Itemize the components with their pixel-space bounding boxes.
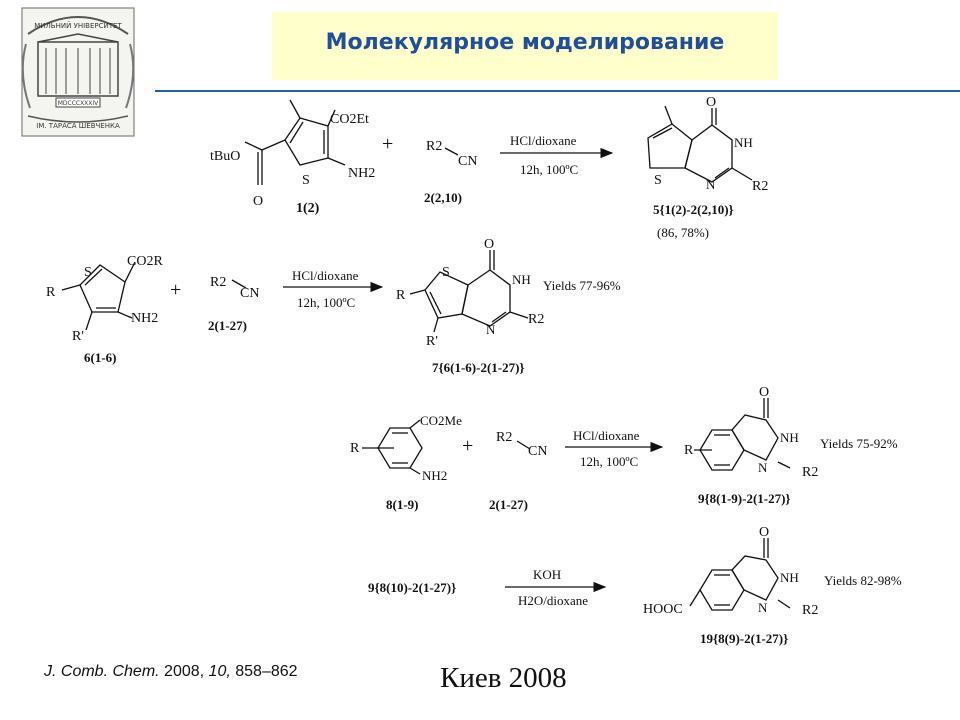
s1-reactant1-label: 1(2) <box>296 201 320 216</box>
s2-prod-s: S <box>442 265 450 280</box>
s1-reactant2-label: 2(2,10) <box>424 190 462 205</box>
s2-group-co2r: CO2R <box>127 254 163 269</box>
s2-prod-o: O <box>484 237 494 252</box>
title-banner: Молекулярное моделирование <box>272 12 778 80</box>
s4-prod-hooc: HOOC <box>643 602 683 617</box>
s3-cond-bottom: 12h, 100ºC <box>580 454 638 469</box>
citation-pages: 858–862 <box>235 663 298 680</box>
s3-prod-r2: R2 <box>802 465 818 480</box>
s3-prod-nh: NH <box>780 430 799 445</box>
s2-cond-bottom: 12h, 100ºC <box>297 295 355 310</box>
s1-product-label: 5{1(2)-2(2,10)} <box>653 202 734 217</box>
logo-text-year: MDCCCXXXIV <box>58 100 99 107</box>
s4-prod-n: N <box>758 600 768 615</box>
s1-prod-o: O <box>706 95 716 110</box>
s2-prod-n: N <box>486 322 496 337</box>
s2-reactant1-label: 6(1-6) <box>84 350 117 365</box>
scheme4-product-structure <box>689 538 791 611</box>
scheme1-reactant1-structure <box>244 99 346 185</box>
s2-reactant2-label: 2(1-27) <box>208 318 247 333</box>
s4-prod-r2: R2 <box>802 603 818 618</box>
s2-prod-rp: R' <box>426 334 438 349</box>
s4-yields: Yields 82-98% <box>824 573 902 588</box>
s2-group-nh2: NH2 <box>131 311 158 326</box>
scheme1-product-structure <box>647 105 753 183</box>
s3-prod-n: N <box>758 460 768 475</box>
s3-group-r2: R2 <box>496 430 512 445</box>
s3-reactant1-label: 8(1-9) <box>386 497 419 512</box>
s2-prod-r: R <box>396 288 406 303</box>
s2-plus: + <box>170 279 181 301</box>
s3-group-r: R <box>350 441 360 456</box>
logo-text-bottom: ІМ. ТАРАСА ШЕВЧЕНКА <box>36 122 120 130</box>
s3-prod-r: R <box>684 443 694 458</box>
citation: J. Comb. Chem. 2008, 10, 858–862 <box>44 663 298 681</box>
scheme2-reactant1-structure <box>61 261 136 331</box>
s1-cond-top: HCl/dioxane <box>510 133 577 148</box>
s4-prod-o: O <box>759 525 769 540</box>
university-logo: МИЛЬНИЙ УНІВЕРСИТЕТ MDCCCXXXIV ІМ. ТАРАС… <box>8 4 148 145</box>
scheme3-product-structure <box>694 398 791 471</box>
s2-product-label: 7{6(1-6)-2(1-27)} <box>432 360 525 375</box>
s1-prod-n: N <box>706 177 716 192</box>
logo-text-top: МИЛЬНИЙ УНІВЕРСИТЕТ <box>34 21 122 30</box>
s1-cond-bottom: 12h, 100ºC <box>520 162 578 177</box>
s1-yields: (86, 78%) <box>657 225 709 240</box>
s2-prod-r2: R2 <box>528 312 544 327</box>
citation-year: 2008, <box>164 663 205 680</box>
s1-prod-r2: R2 <box>752 179 768 194</box>
s2-prod-nh: NH <box>512 272 531 287</box>
s1-prod-s: S <box>654 173 662 188</box>
scheme1-reactant2-structure <box>444 147 459 156</box>
s3-group-cn: CN <box>528 444 547 459</box>
s3-product-label: 9{8(1-9)-2(1-27)} <box>698 491 791 506</box>
s2-cond-top: HCl/dioxane <box>292 268 359 283</box>
citation-journal: J. Comb. Chem. <box>44 663 160 680</box>
s2-group-r: R <box>46 285 56 300</box>
s2-group-cn: CN <box>240 286 259 301</box>
s1-group-nh2: NH2 <box>348 166 375 181</box>
s1-group-s: S <box>302 173 310 188</box>
scheme3-reactant2-structure <box>516 440 531 450</box>
s4-cond-top: KOH <box>533 567 561 582</box>
s1-group-o: O <box>253 194 263 209</box>
s1-group-r2: R2 <box>426 139 442 154</box>
s4-product-label: 19{8(9)-2(1-27)} <box>700 631 788 646</box>
s1-group-tbuo: tBuO <box>210 149 240 164</box>
s3-group-nh2: NH2 <box>422 468 447 483</box>
s2-group-s: S <box>84 265 92 280</box>
place-year: Киев 2008 <box>440 662 567 694</box>
scheme3-reactant1-structure <box>362 419 423 475</box>
s1-prod-nh: NH <box>734 135 753 150</box>
s2-group-r2: R2 <box>210 275 226 290</box>
s3-reactant2-label: 2(1-27) <box>489 497 528 512</box>
s4-reactant-label: 9{8(10)-2(1-27)} <box>368 580 456 595</box>
s2-group-rp: R' <box>72 329 84 344</box>
s1-plus: + <box>382 133 393 155</box>
s4-cond-bottom: H2O/dioxane <box>518 593 588 608</box>
s3-yields: Yields 75-92% <box>820 436 898 451</box>
s3-group-co2me: CO2Me <box>420 413 462 428</box>
s1-group-cn: CN <box>458 154 477 169</box>
s1-group-co2et: CO2Et <box>330 112 369 127</box>
scheme2-reactant2-structure <box>231 279 247 289</box>
citation-volume: 10, <box>208 663 231 680</box>
scheme2-product-structure <box>409 250 529 333</box>
header-rule <box>155 90 960 92</box>
s4-prod-nh: NH <box>780 570 799 585</box>
s3-cond-top: HCl/dioxane <box>573 428 640 443</box>
page-title: Молекулярное моделирование <box>325 30 725 55</box>
s3-prod-o: O <box>759 385 769 400</box>
s3-plus: + <box>462 435 473 457</box>
s2-yields: Yields 77-96% <box>543 278 621 293</box>
